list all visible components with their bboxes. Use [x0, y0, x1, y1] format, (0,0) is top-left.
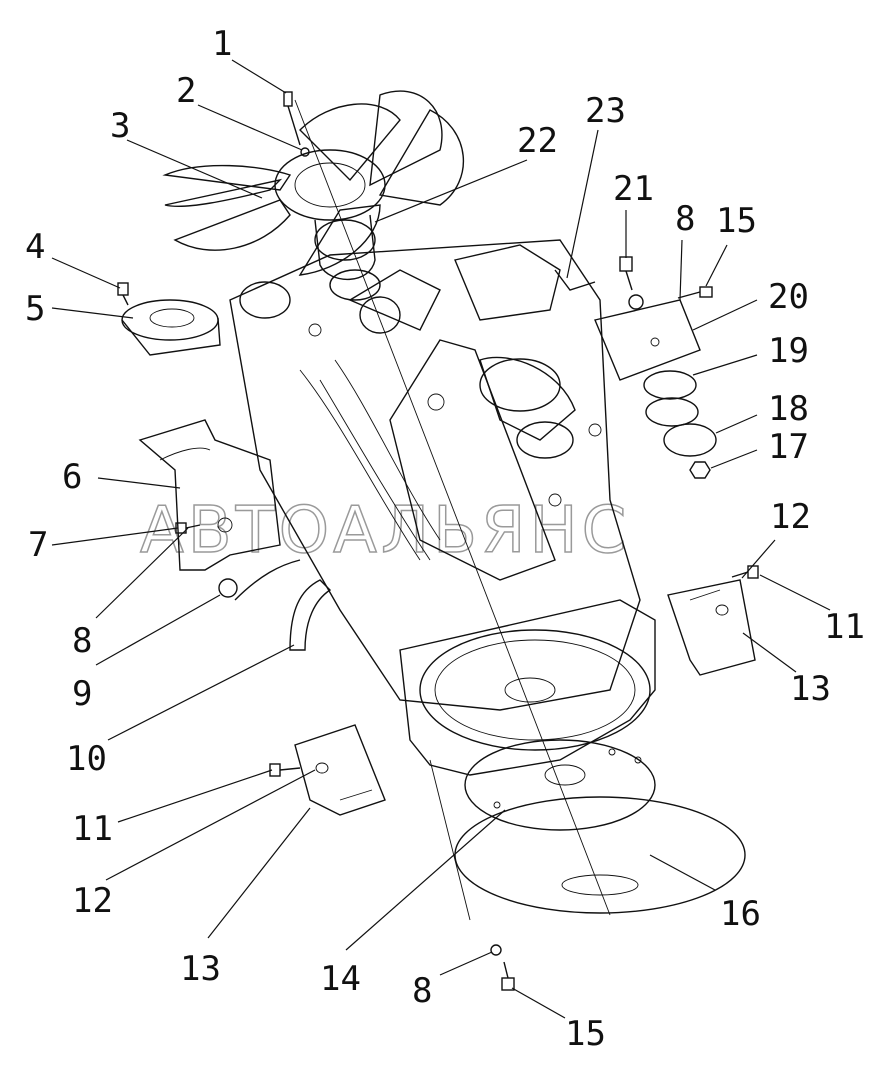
callout-9: 9	[72, 674, 92, 714]
callout-7: 7	[28, 525, 48, 565]
callout-10: 10	[66, 739, 107, 779]
key-23	[554, 269, 596, 291]
bolt-4	[117, 282, 129, 306]
center-axis	[294, 99, 611, 916]
washer-8-bottom	[490, 944, 502, 956]
callout-14: 14	[320, 959, 361, 999]
callout-8-top: 8	[675, 199, 695, 239]
callout-11-right: 11	[824, 607, 865, 647]
mount-right	[667, 565, 759, 676]
callout-19: 19	[768, 331, 809, 371]
callout-22: 22	[517, 121, 558, 161]
callout-23: 23	[585, 91, 626, 131]
callout-12-left: 12	[72, 881, 113, 921]
callout-8-bottom: 8	[412, 971, 432, 1011]
callout-13-right: 13	[790, 669, 831, 709]
callout-11-left: 11	[72, 809, 113, 849]
callout-3: 3	[110, 106, 130, 146]
bracket-6	[138, 419, 281, 571]
cover-16	[454, 796, 746, 914]
bolt-15-top	[677, 286, 713, 299]
bolt-21	[619, 256, 644, 310]
engine-block	[229, 239, 641, 711]
callout-1: 1	[212, 24, 232, 64]
callout-18: 18	[768, 389, 809, 429]
pipe-9	[234, 559, 301, 601]
disc-19b	[645, 397, 699, 427]
callout-15-bottom: 15	[565, 1014, 606, 1054]
axis-lower	[429, 759, 471, 921]
bolt-1	[283, 91, 301, 146]
fan-assembly	[162, 90, 464, 281]
disc-18	[663, 423, 717, 457]
leader-lines	[51, 59, 831, 1019]
bolt-15-bottom	[501, 961, 515, 991]
callout-4: 4	[25, 227, 45, 267]
flywheel-housing	[399, 599, 656, 776]
callout-21: 21	[613, 169, 654, 209]
flywheel-14	[464, 739, 656, 831]
callout-13-left: 13	[180, 949, 221, 989]
callout-20: 20	[768, 277, 809, 317]
callout-2: 2	[176, 71, 196, 111]
callout-16: 16	[720, 894, 761, 934]
flange-5	[121, 299, 221, 356]
mount-left	[269, 724, 386, 816]
callout-8-left: 8	[72, 621, 92, 661]
callout-12-right: 12	[770, 497, 811, 537]
plate-20	[594, 299, 701, 381]
clamp-9	[218, 578, 238, 598]
disc-19	[643, 370, 697, 400]
callout-6: 6	[62, 457, 82, 497]
callout-5: 5	[25, 289, 45, 329]
watermark-text: АВТОАЛЬЯНС	[140, 494, 630, 568]
pipe-10	[289, 579, 332, 651]
callout-numbers: 1 2 3 22 23 21 8 15 4 5 20 19 18 17 6 7 …	[25, 24, 865, 1054]
washer-2	[300, 147, 310, 157]
callout-17: 17	[768, 427, 809, 467]
nut-17	[689, 461, 711, 479]
callout-15-top: 15	[716, 201, 757, 241]
